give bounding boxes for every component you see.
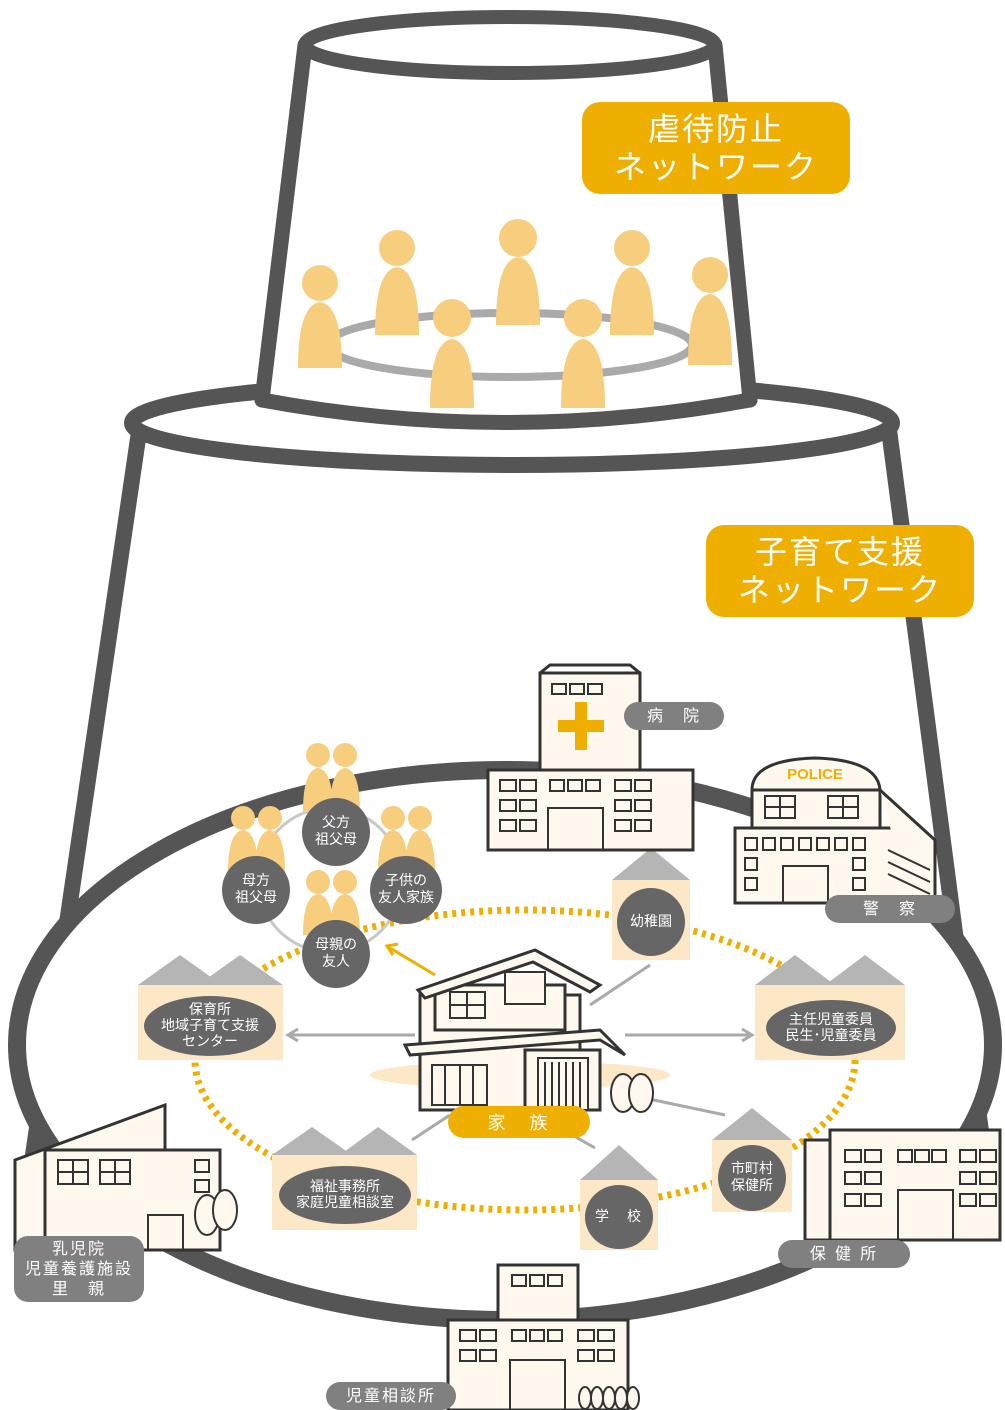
arrow-to-welfare [411, 1113, 451, 1142]
person-figure [298, 265, 342, 368]
health-center-building [803, 1128, 1002, 1242]
infant-home-label: 乳児院 児童養護施設 里 親 [14, 1236, 144, 1302]
top-people-group [298, 219, 732, 408]
hospital-label: 病 院 [624, 702, 724, 730]
child-support-line1: 子育て支援 [754, 533, 925, 571]
top-bucket-rim [298, 10, 722, 80]
paternal-grandparents-node: 父方 祖父母 [302, 798, 370, 866]
maternal-grandparents-node: 母方 祖父母 [222, 856, 290, 924]
person-figure [375, 230, 419, 335]
nursery-node: 保育所 地域子育て支援 センター [144, 996, 276, 1056]
person-figure [430, 299, 474, 408]
child-friend-family-node: 子供の 友人家族 [370, 856, 442, 924]
arrow-to-personal [389, 946, 436, 977]
person-figure [610, 230, 654, 335]
arrowhead [741, 1027, 755, 1043]
tree-row [578, 1386, 640, 1410]
family-label: 家 族 [448, 1106, 590, 1138]
abuse-prevention-network-label: 虐待防止 ネットワーク [582, 102, 850, 194]
tree-icon [628, 1073, 654, 1113]
mother-friend-node: 母親の 友人 [302, 920, 370, 988]
abuse-prevention-line2: ネットワーク [613, 148, 818, 186]
child-guidance-building [446, 1263, 640, 1410]
house-lower-roof [402, 1028, 627, 1057]
police-building [733, 756, 937, 905]
kindergarten-node: 幼稚園 [617, 888, 685, 956]
hospital-building [486, 663, 695, 852]
person-figure [496, 219, 540, 325]
child-guidance-label: 児童相談所 [326, 1382, 456, 1410]
person-figure [688, 257, 732, 365]
welfare-node: 福祉事務所 家庭児童相談室 [279, 1166, 411, 1224]
arrowhead [285, 1027, 299, 1043]
family-house [370, 948, 670, 1113]
infant-home-building [13, 1102, 238, 1252]
commissioner-node: 主任児童委員 民生･児童委員 [766, 1000, 896, 1056]
abuse-prevention-line1: 虐待防止 [647, 110, 784, 148]
person-figure [561, 299, 605, 408]
house-upper-roof [415, 948, 603, 1000]
child-support-network-label: 子育て支援 ネットワーク [706, 525, 974, 617]
top-bucket-bottom [254, 392, 758, 430]
police-sign: POLICE [787, 766, 843, 783]
arrowhead [384, 942, 399, 956]
school-node: 学 校 [585, 1185, 653, 1249]
police-label: 警 察 [825, 895, 955, 923]
cross-icon [558, 702, 604, 750]
arrow-to-kindergarten [589, 963, 651, 1007]
house-window [504, 971, 546, 1005]
health-center-label: 保 健 所 [778, 1240, 910, 1268]
municipal-health-node: 市町村 保健所 [718, 1145, 786, 1211]
child-support-line2: ネットワーク [737, 571, 942, 609]
tree-icon [212, 1189, 238, 1231]
door-slats [544, 1062, 581, 1108]
